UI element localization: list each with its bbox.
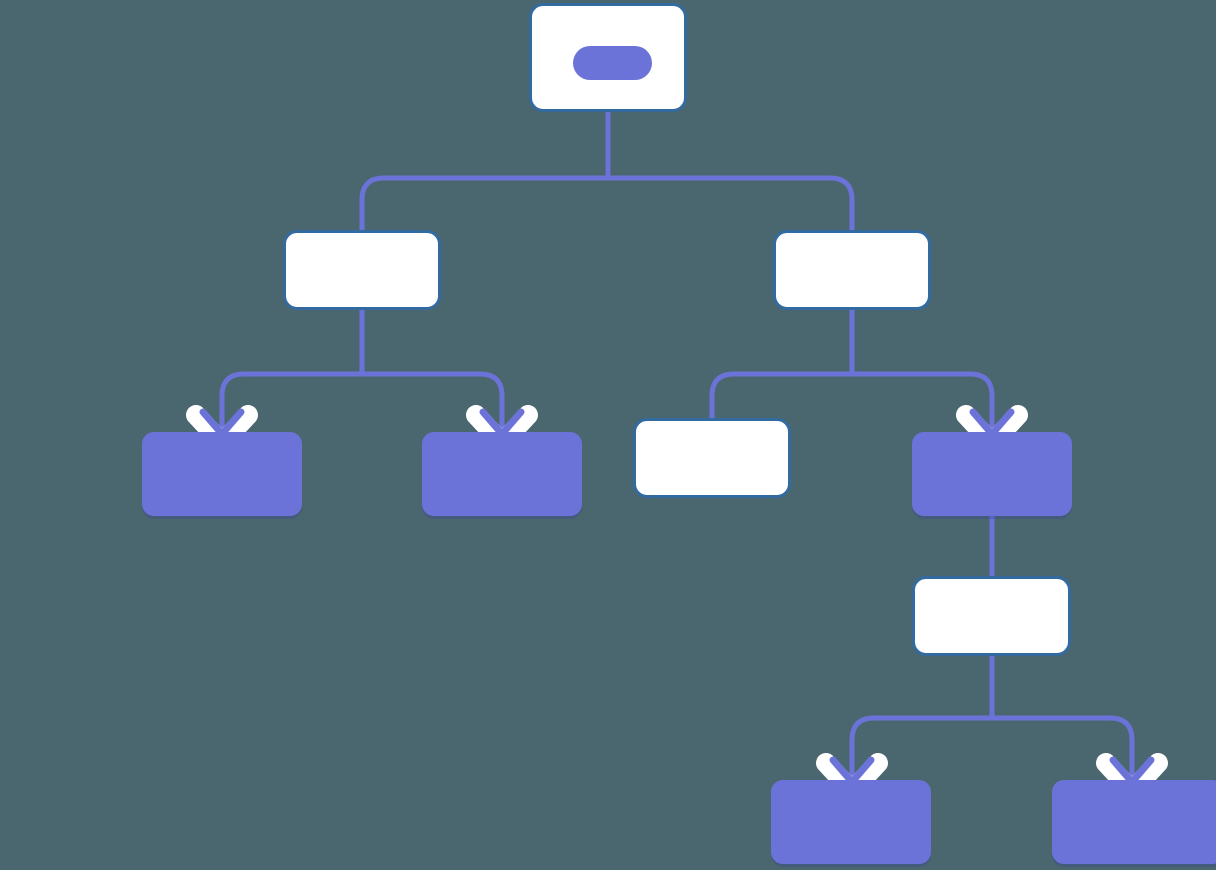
- arrowhead-leaf-f: [1109, 756, 1155, 786]
- edge-level4-to-leaf-f: [992, 715, 1135, 786]
- level4-node[interactable]: [912, 576, 1071, 656]
- leaf-node-f[interactable]: [1052, 780, 1216, 864]
- arrowhead-leaf-b: [479, 408, 525, 438]
- branch-node-d[interactable]: [912, 432, 1072, 516]
- arrowhead-leaf-e: [829, 756, 875, 786]
- leaf-node-b[interactable]: [422, 432, 582, 516]
- edge-root-to-level2-left: [359, 112, 611, 230]
- edge-level2-left-to-leaf-b: [362, 371, 505, 438]
- root-node[interactable]: [529, 3, 687, 112]
- edge-level2-right-to-branch-d: [852, 371, 995, 438]
- root-pill-badge: [573, 46, 652, 80]
- leaf-node-c[interactable]: [633, 418, 791, 498]
- arrowhead-branch-d: [969, 408, 1015, 438]
- arrowhead-leaf-a: [199, 408, 245, 438]
- edge-level2-left-to-leaf-a: [219, 310, 365, 438]
- edge-level2-right-to-leaf-c: [709, 310, 855, 424]
- level2-right-node[interactable]: [773, 230, 931, 310]
- edge-level4-to-leaf-e: [849, 656, 995, 786]
- leaf-node-e[interactable]: [771, 780, 931, 864]
- edge-root-to-level2-right: [608, 175, 855, 230]
- leaf-node-a[interactable]: [142, 432, 302, 516]
- level2-left-node[interactable]: [283, 230, 441, 310]
